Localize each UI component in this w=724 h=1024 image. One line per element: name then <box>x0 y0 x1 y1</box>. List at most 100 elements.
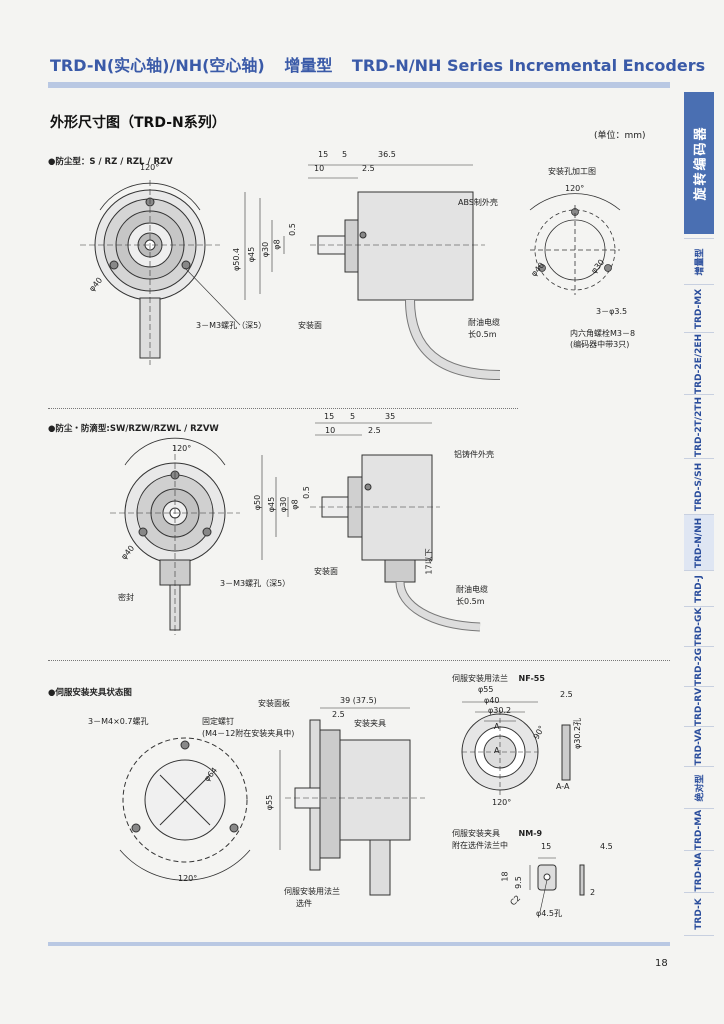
fig2-dim-d50: φ50 <box>253 494 263 511</box>
fig1-bolt-note: 内六角螺栓M3－8 <box>570 329 636 338</box>
nm9-d45: 4.5 <box>600 842 613 851</box>
nm9-model: NM-9 <box>518 829 543 838</box>
nf55-d302: φ30.2 <box>488 706 512 715</box>
fig2-drawing <box>110 422 481 635</box>
footer-rule <box>48 942 670 946</box>
fig1-dim-25: 2.5 <box>362 164 375 173</box>
fig2-mount-face: 安装面 <box>314 567 338 576</box>
header-title-type: 增量型 <box>284 56 333 75</box>
nm9-drawing <box>529 857 585 913</box>
sidebar-item-absolute[interactable]: 绝对型 <box>684 766 714 809</box>
fig2-cable-len: 长0.5m <box>456 597 485 606</box>
sidebar-item-trd-mx[interactable]: TRD-MX <box>684 284 714 333</box>
section-title: 外形尺寸图（TRD-N系列） <box>50 115 226 131</box>
fig1-dim-15: 15 <box>318 150 329 159</box>
fig2-dim-d45: φ45 <box>267 496 277 513</box>
fig2-dim-05: 0.5 <box>301 486 311 499</box>
fig1-mount-title: 安装孔加工图 <box>548 167 596 176</box>
fig1-dim-05: 0.5 <box>287 223 297 236</box>
fig3-hole-note: 3－M4×0.7螺孔 <box>88 717 149 726</box>
fig1-dim-365: 36.5 <box>378 150 396 159</box>
fig2-bullet: ●防尘・防滴型:SW/RZW/RZWL / RZVW <box>48 424 219 434</box>
fig1-bolt-note2: (编码器中带3只) <box>570 340 630 349</box>
page-header: TRD-N(实心轴)/NH(空心轴) 增量型 TRD-N/NH Series I… <box>50 52 705 76</box>
fig2-dim-10: 10 <box>325 426 336 435</box>
fig2-angle: 120° <box>172 444 192 453</box>
sidebar-item-trd-2e[interactable]: TRD-2E/2EH <box>684 332 714 395</box>
fig1-mount-face: 安装面 <box>298 321 322 330</box>
nf55-d302v: φ30.2孔 <box>573 717 583 750</box>
nf55-title-text: 伺服安装用法兰 <box>452 674 508 683</box>
sidebar-item-trd-2t[interactable]: TRD-2T/2TH <box>684 394 714 459</box>
nf55-title: 伺服安装用法兰 NF-55 <box>452 673 545 684</box>
nf55-drawing <box>461 701 571 795</box>
fig2-seal: 密封 <box>118 593 134 602</box>
sidebar-item-trd-gk[interactable]: TRD-GK <box>684 606 714 647</box>
fig1-angle: 120° <box>140 163 160 172</box>
sidebar-item-incremental[interactable]: 增量型 <box>684 238 714 285</box>
nf55-model: NF-55 <box>518 674 545 683</box>
fig2-cable: 耐油电缆 <box>456 585 488 594</box>
fig1-dim-d45: φ45 <box>247 246 257 263</box>
sidebar-item-trd-j[interactable]: TRD-J <box>684 570 714 607</box>
fig2-side-dim: 17以下 <box>424 548 434 575</box>
sidebar-item-trd-n[interactable]: TRD-N/NH <box>684 514 714 571</box>
fig3-flange: 伺服安装用法兰 <box>284 887 340 896</box>
sidebar: 旋转编码器 增量型 TRD-MX TRD-2E/2EH TRD-2T/2TH T… <box>680 92 720 952</box>
header-rule <box>48 82 670 88</box>
header-title-cn: TRD-N(实心轴)/NH(空心轴) <box>50 56 265 75</box>
fig3-screw-note: (M4－12附在安装夹具中) <box>202 729 295 738</box>
nm9-d2: 2 <box>590 888 596 897</box>
nm9-title: 伺服安装夹具 NM-9 <box>452 828 542 839</box>
sidebar-item-trd-va[interactable]: TRD-VA <box>684 726 714 767</box>
fig1-dim-5: 5 <box>342 150 348 159</box>
page-number: 18 <box>655 958 668 969</box>
nm9-title-text: 伺服安装夹具 <box>452 829 500 838</box>
fig1-cable-len: 长0.5m <box>468 330 497 339</box>
nm9-d18: 18 <box>500 871 510 882</box>
nm9-hole: φ4.5孔 <box>536 909 562 918</box>
nm9-d15: 15 <box>541 842 552 851</box>
fig1-bullet: ●防尘型：S / RZ / RZL / RZV <box>48 157 173 167</box>
sidebar-header: 旋转编码器 <box>684 92 714 234</box>
sidebar-item-trd-2g[interactable]: TRD-2G <box>684 646 714 687</box>
fig3-dim25: 2.5 <box>332 710 345 719</box>
nf55-t25: 2.5 <box>560 690 573 699</box>
separator-2 <box>48 660 670 661</box>
fig3-angle: 120° <box>178 874 198 883</box>
sidebar-item-trd-s[interactable]: TRD-S/SH <box>684 458 714 515</box>
fig1-dim-d504: φ50.4 <box>232 247 242 272</box>
sidebar-item-trd-na[interactable]: TRD-NA <box>684 850 714 893</box>
fig2-dim-35: 35 <box>385 412 396 421</box>
fig1-mount-holes: 3－φ3.5 <box>596 307 628 316</box>
fig2-dim-d8: φ8 <box>290 499 300 510</box>
nm9-d95: 9.5 <box>513 876 523 889</box>
fig2-case: 铝铸件外壳 <box>454 450 494 459</box>
fig1-cable: 耐油电缆 <box>468 318 500 327</box>
nf55-d55: φ55 <box>478 685 494 694</box>
unit-note: (单位：mm) <box>594 131 646 141</box>
fig1-dim-d8: φ8 <box>272 239 282 250</box>
fig3-screw: 固定螺钉 <box>202 717 234 726</box>
nf55-d40: φ40 <box>484 696 500 705</box>
fig1-case: ABS制外壳 <box>458 198 498 207</box>
nf55-a-top: A <box>494 722 500 731</box>
fig3-bullet: ●伺服安装夹具状态图 <box>48 688 132 698</box>
fig3-dim39: 39 (37.5) <box>340 696 377 705</box>
fig3-dim55: φ55 <box>265 794 275 811</box>
fig1-mount-angle: 120° <box>565 184 585 193</box>
fig2-dim-5: 5 <box>350 412 356 421</box>
fig2-dim-d30: φ30 <box>279 496 289 513</box>
fig3-flange-opt: 选件 <box>296 899 312 908</box>
sidebar-item-trd-k[interactable]: TRD-K <box>684 892 714 936</box>
nf55-section: A-A <box>556 782 570 791</box>
fig2-dim-25: 2.5 <box>368 426 381 435</box>
sidebar-item-trd-rv[interactable]: TRD-RV <box>684 686 714 727</box>
fig1-dim-10: 10 <box>314 164 325 173</box>
fig1-hole-note: 3－M3螺孔（深5） <box>196 321 267 330</box>
fig1-dim-d30: φ30 <box>261 241 271 258</box>
fig2-hole-note: 3－M3螺孔（深5） <box>220 579 291 588</box>
fig1-drawing <box>80 164 621 380</box>
header-title-en: TRD-N/NH Series Incremental Encoders <box>351 56 706 75</box>
sidebar-item-trd-ma[interactable]: TRD-MA <box>684 808 714 851</box>
